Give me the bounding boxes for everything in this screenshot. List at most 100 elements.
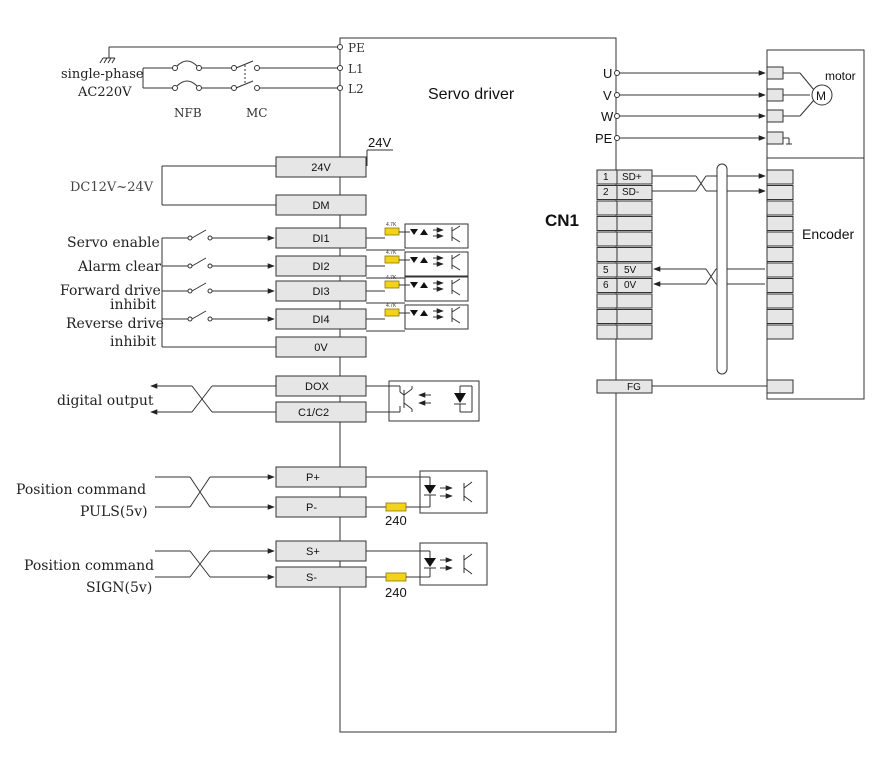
di-circuit: 4.7K [162, 303, 469, 332]
l2-line [142, 68, 340, 91]
input-pin-dm [275, 194, 367, 216]
input-resistor-label: 4.7K [386, 303, 397, 309]
cn1-pin-2-name: SD- [622, 187, 639, 198]
signal-forward-inhibit-line2: inhibit [110, 297, 156, 313]
cn1-pin-5-name: 5V [624, 265, 637, 276]
puls-wires [155, 474, 275, 510]
di-circuit: 4.7K [162, 250, 469, 279]
cn1-pin-5-num: 5 [603, 265, 609, 276]
sign-optocoupler [366, 542, 488, 586]
l1-line [143, 60, 340, 71]
motor-label: motor [825, 69, 856, 83]
cn1-pin-2-num: 2 [603, 187, 609, 198]
sign-label-line2: SIGN(5v) [86, 580, 152, 596]
encoder-pin-cell [766, 169, 794, 185]
cn1-pin-1-name: SD+ [622, 172, 642, 183]
cn1-pin-cell [616, 278, 653, 293]
input-pin-label: DI2 [312, 261, 329, 273]
motor-symbol: M [816, 89, 826, 103]
input-resistor [384, 308, 400, 317]
encoder-pin-cell [766, 247, 794, 262]
cable-shield [716, 163, 728, 375]
sign-resistor-label: 240 [385, 585, 407, 600]
encoder-pin-cell [766, 309, 794, 324]
dc-supply-label: DC12V~24V [70, 180, 154, 195]
pe-terminal-label: PE [348, 41, 365, 55]
puls-label-line2: PULS(5v) [80, 504, 148, 520]
l1-terminal [337, 65, 343, 71]
encoder-pin-cell [766, 216, 794, 231]
cn1-pin-cell [616, 324, 653, 340]
input-pin-label: DM [312, 200, 329, 212]
mc-label: MC [246, 106, 267, 120]
di-circuit: 4.7K [162, 275, 469, 304]
s-minus-pin-label: S- [306, 572, 317, 584]
encoder-pin-cell [766, 185, 794, 200]
encoder-label: Encoder [802, 226, 854, 242]
puls-optocoupler [366, 470, 488, 514]
fg-label: FG [627, 382, 641, 393]
input-pin-24v [275, 156, 367, 178]
input-resistor-label: 4.7K [386, 275, 397, 281]
fg-pin [596, 379, 653, 394]
v-terminal-label: V [603, 88, 612, 103]
motor-wires [614, 70, 766, 141]
s-plus-pin-label: S+ [306, 546, 320, 558]
cn1-pin-cell [616, 216, 653, 231]
cn1-pin-cell [596, 216, 618, 231]
u-terminal-label: U [603, 66, 612, 81]
encoder-pin-cell [766, 278, 794, 293]
input-resistor-label: 4.7K [386, 250, 397, 256]
signal-forward-inhibit-line1: Forward drive [60, 283, 161, 299]
cn1-pin-cell [596, 247, 618, 262]
cn1-pin-1-num: 1 [603, 172, 609, 183]
input-resistor-label: 4.7K [386, 222, 397, 228]
cn1-pin-6-name: 0V [624, 280, 637, 291]
digital-output-label: digital output [57, 393, 154, 409]
di-circuit: 4.7K [162, 222, 469, 251]
ground-symbol [99, 46, 340, 64]
internal-24v-label: 24V [368, 135, 391, 150]
p-plus-pin [275, 466, 367, 488]
signal-alarm-clear: Alarm clear [77, 259, 161, 275]
cn1-pin-cell [616, 185, 653, 200]
input-pin-label: DI4 [312, 314, 329, 326]
encoder-connector-pins [766, 169, 794, 340]
input-optocouplers: 4.7K 4.7K 4.7K 4.7K [161, 222, 469, 348]
encoder-pin-cell [766, 293, 794, 309]
s-minus-pin [275, 566, 367, 588]
p-plus-pin-label: P+ [306, 472, 320, 484]
signal-reverse-inhibit-line1: Reverse drive [66, 316, 164, 332]
cn1-pin-cell [616, 262, 653, 278]
c1c2-pin-label: C1/C2 [298, 407, 329, 419]
cn1-pin-cell [616, 247, 653, 262]
sign-wires [155, 548, 275, 580]
cn1-pin-cell [596, 309, 618, 324]
puls-resistor-label: 240 [385, 513, 407, 528]
input-resistor [384, 280, 400, 289]
puls-label-line1: Position command [16, 482, 146, 498]
nfb-label: NFB [174, 106, 202, 120]
input-pin-label: DI3 [312, 286, 329, 298]
l2-terminal [337, 85, 343, 91]
l2-terminal-label: L2 [348, 82, 364, 96]
encoder-pin-cell [766, 324, 794, 340]
dox-pin-label: DOX [305, 381, 330, 393]
s-plus-pin [275, 540, 367, 562]
l1-terminal-label: L1 [348, 62, 364, 76]
source-label-line2: AC220V [77, 85, 132, 100]
encoder-pin-cell [766, 262, 794, 278]
cn1-pin-cell [616, 200, 653, 216]
cn1-pin-6-num: 6 [603, 280, 609, 291]
signal-servo-enable: Servo enable [67, 235, 160, 251]
w-terminal-label: W [601, 109, 614, 124]
digital-output-wires [150, 383, 276, 415]
cn1-pin-cell [596, 293, 618, 309]
pe-terminal [337, 44, 343, 50]
cn1-pin-cell [596, 200, 618, 216]
motor-symbol-circle [811, 84, 833, 106]
p-minus-pin-label: P- [306, 502, 317, 514]
